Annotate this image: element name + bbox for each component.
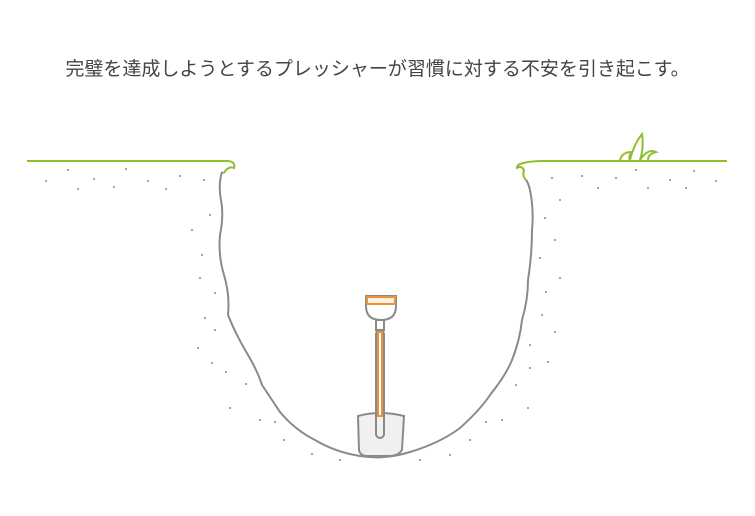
ground-right: [516, 160, 727, 181]
soil-dots: [45, 168, 717, 461]
shovel-icon: [356, 295, 406, 457]
grass-icon: [619, 131, 659, 161]
diagram-title: 完璧を達成しようとするプレッシャーが習慣に対する不安を引き起こす。: [65, 58, 690, 80]
hole-outline: [218, 171, 534, 459]
ground-left: [27, 160, 236, 174]
